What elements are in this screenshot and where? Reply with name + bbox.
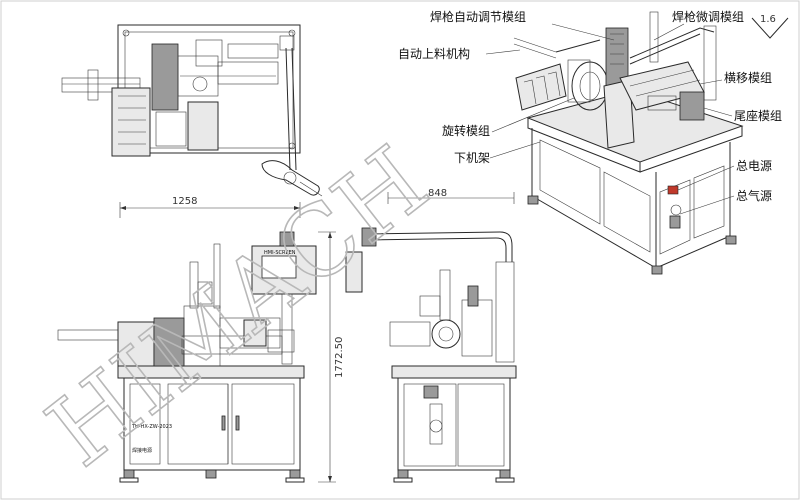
label-auto-feed: 自动上料机构 bbox=[398, 46, 470, 61]
label-tail-seat: 尾座模组 bbox=[734, 108, 782, 123]
cabinet-name: 焊接电源 bbox=[132, 447, 152, 454]
dimension-depth: 848 bbox=[428, 188, 447, 199]
label-rotary: 旋转模组 bbox=[442, 123, 490, 138]
top-view bbox=[61, 24, 323, 197]
label-main-power: 总电源 bbox=[736, 159, 772, 173]
label-lower-frame: 下机架 bbox=[454, 151, 490, 165]
side-view: 848 bbox=[345, 188, 517, 483]
dimension-height: 1772.50 bbox=[334, 337, 345, 378]
label-weld-fine-adjust: 焊枪微调模组 bbox=[672, 9, 744, 24]
label-traverse: 横移模组 bbox=[724, 71, 772, 85]
dimension-width: 1258 bbox=[172, 196, 197, 207]
callouts: 焊枪自动调节模组 焊枪微调模组 自动上料机构 横移模组 尾座模组 旋转模组 下机… bbox=[398, 9, 782, 215]
label-main-air: 总气源 bbox=[736, 188, 772, 203]
sheet-corner-mark: 1.6 bbox=[751, 14, 789, 39]
sheet-number: 1.6 bbox=[760, 14, 776, 25]
watermark-text: HIMACH bbox=[27, 125, 448, 488]
cabinet-tag: TH-HX-ZW-2023 bbox=[131, 424, 172, 430]
hmi-brand: HMI-SCREEN bbox=[264, 250, 296, 256]
label-weld-auto-adjust: 焊枪自动调节模组 bbox=[430, 9, 526, 24]
front-view: 1258 1772.50 TH-HX-ZW-2023 焊接电源 bbox=[57, 196, 345, 483]
isometric-view bbox=[513, 11, 744, 275]
watermark: HIMACH bbox=[26, 124, 448, 489]
